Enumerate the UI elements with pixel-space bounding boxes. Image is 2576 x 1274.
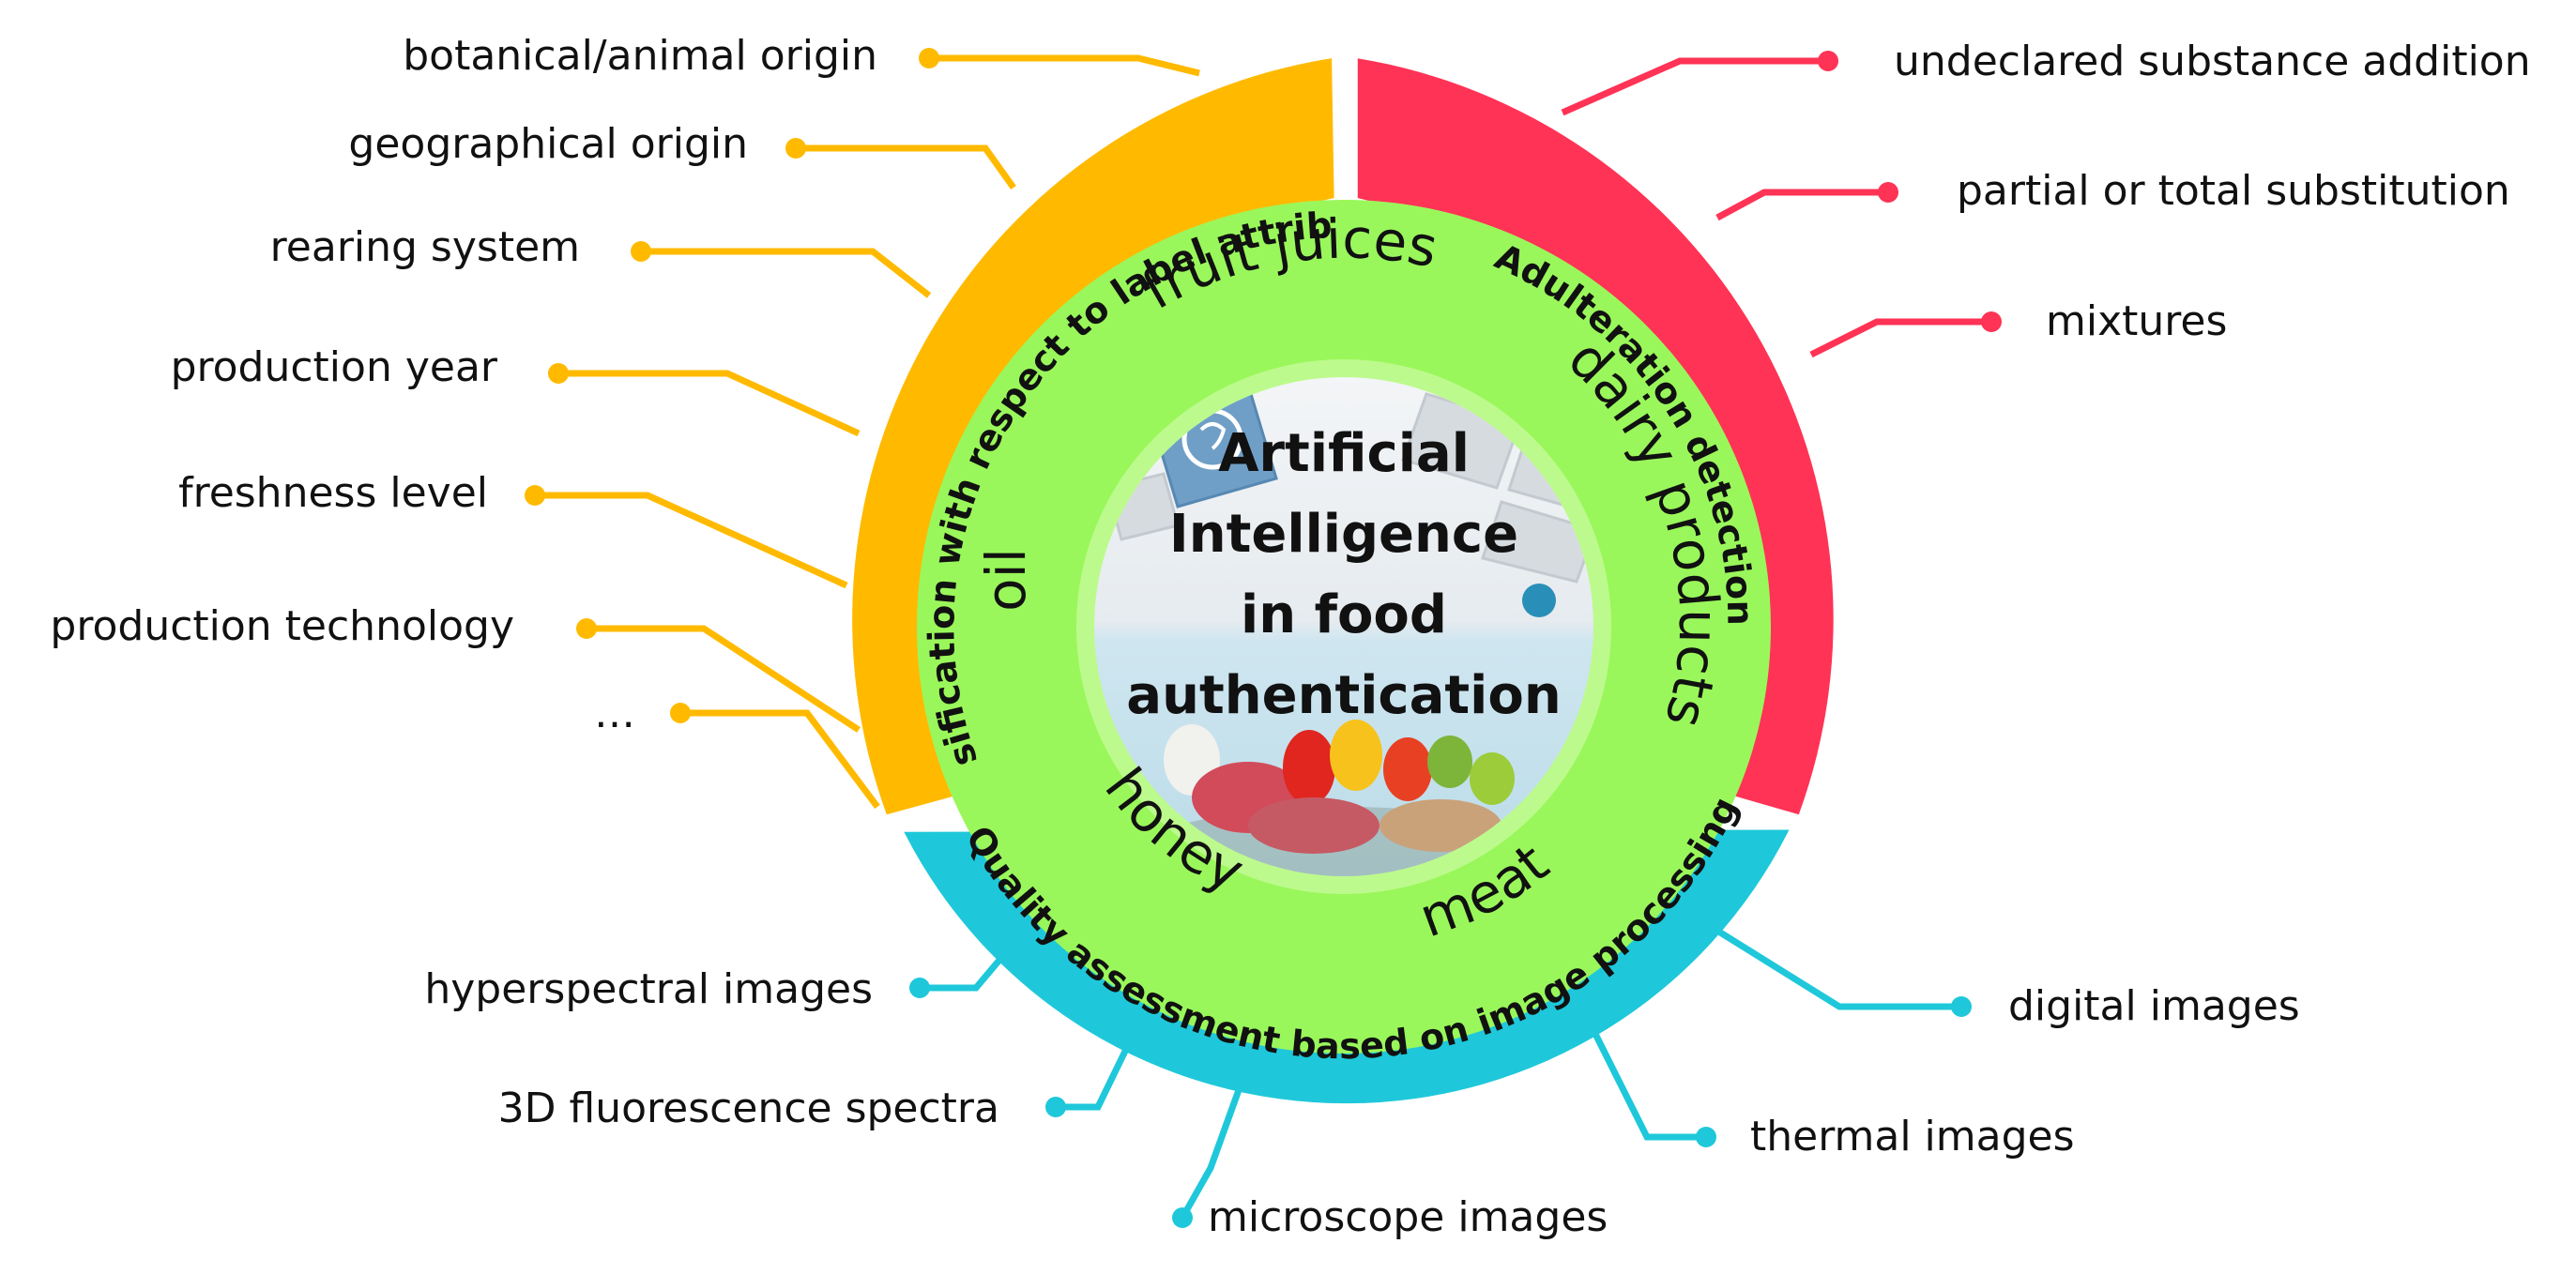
label-microscope-images: microscope images	[1208, 1193, 1608, 1241]
center-title-line-3: in food	[1241, 584, 1447, 645]
center-title-line-2: Intelligence	[1169, 504, 1518, 565]
center-title: Artificial Intelligence in food authenti…	[1126, 423, 1561, 726]
food-label-oil: oil	[974, 548, 1038, 612]
label-production-year: production year	[171, 343, 498, 391]
label-3d-fluorescence-spectra: 3D fluorescence spectra	[498, 1084, 999, 1132]
center-image	[1094, 377, 1593, 876]
food-produce	[1128, 584, 1560, 876]
classification-dots	[525, 48, 939, 723]
center-title-line-4: authentication	[1126, 665, 1561, 726]
label-undeclared-substance-addition: undeclared substance addition	[1894, 38, 2531, 85]
center-title-line-1: Artificial	[1218, 423, 1470, 484]
quality-labels: hyperspectral images 3D fluorescence spe…	[424, 965, 2299, 1241]
quality-dots	[909, 978, 1972, 1228]
classification-connectors	[535, 54, 1200, 810]
label-rearing-system: rearing system	[270, 223, 580, 271]
label-production-technology: production technology	[50, 602, 514, 650]
label-digital-images: digital images	[2008, 982, 2300, 1030]
label-freshness-level: freshness level	[178, 469, 488, 517]
adulteration-dots	[1818, 51, 2002, 332]
label-partial-or-total-substitution: partial or total substitution	[1957, 167, 2510, 215]
adulteration-connectors	[1561, 57, 1991, 358]
classification-labels: botanical/animal origin geographical ori…	[50, 32, 877, 737]
adulteration-labels: undeclared substance addition partial or…	[1894, 38, 2531, 345]
label-ellipsis: …	[594, 690, 635, 737]
label-botanical-animal-origin: botanical/animal origin	[403, 32, 877, 80]
label-thermal-images: thermal images	[1750, 1113, 2075, 1160]
label-mixtures: mixtures	[2046, 297, 2227, 345]
label-geographical-origin: geographical origin	[348, 120, 748, 168]
label-hyperspectral-images: hyperspectral images	[424, 965, 873, 1013]
quality-connectors	[920, 928, 1961, 1220]
